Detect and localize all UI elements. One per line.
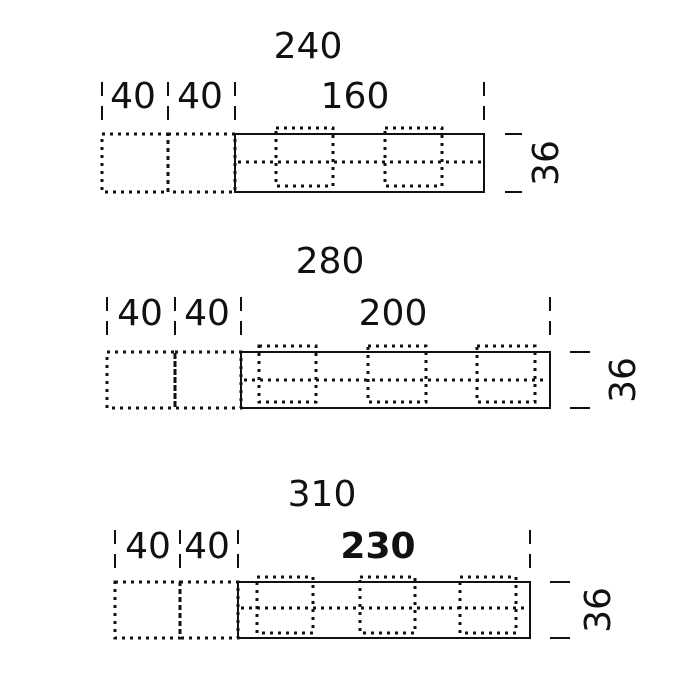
optional-module-outline — [173, 350, 243, 410]
optional-module-outline — [166, 132, 237, 194]
segment-width-label: 40 — [184, 526, 230, 567]
cushion-outline — [366, 344, 428, 404]
cushion-outline — [274, 126, 335, 188]
cushion-outline — [458, 575, 518, 635]
cushion-outline — [475, 344, 537, 404]
segment-width-label: 40 — [110, 76, 156, 117]
sofa-base-outline — [234, 133, 485, 193]
segment-width-label: 40 — [125, 526, 171, 567]
cushion-outline — [255, 575, 315, 635]
configuration-280: 280 40 40 200 36 — [105, 241, 644, 410]
sofa-base-outline — [237, 581, 531, 639]
cushion-outline — [257, 344, 318, 404]
cushion-outline — [358, 575, 417, 635]
segment-width-label: 40 — [184, 293, 230, 334]
height-label: 36 — [526, 140, 567, 186]
sofa-base-outline — [240, 351, 551, 409]
dimension-ticks — [114, 530, 531, 570]
optional-module-outline — [105, 350, 177, 410]
segment-width-label: 200 — [359, 293, 428, 334]
height-label: 36 — [578, 587, 619, 633]
segment-width-label: 40 — [177, 76, 223, 117]
optional-module-outline — [100, 132, 170, 194]
segment-width-label: 160 — [321, 76, 390, 117]
optional-module-outline — [178, 580, 240, 640]
total-width-label: 310 — [288, 474, 357, 515]
total-width-label: 240 — [274, 26, 343, 67]
dimension-ticks — [106, 297, 551, 340]
dimension-ticks — [101, 82, 485, 122]
optional-module-outline — [113, 580, 182, 640]
height-label: 36 — [603, 357, 644, 403]
configuration-310: 310 40 40 230 36 — [113, 474, 619, 640]
total-width-label: 280 — [296, 241, 365, 282]
cushion-outline — [383, 126, 444, 188]
segment-width-label: 230 — [340, 526, 415, 567]
configuration-240: 240 40 40 160 36 — [100, 26, 567, 194]
segment-width-label: 40 — [117, 293, 163, 334]
